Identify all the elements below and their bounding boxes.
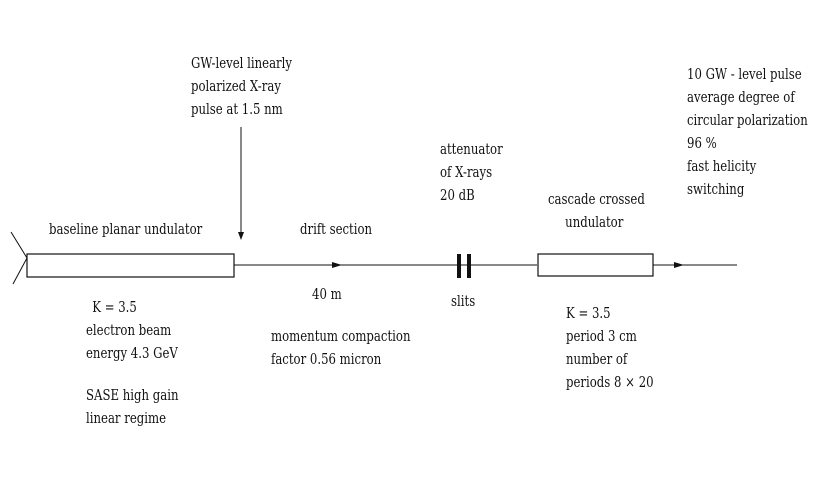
cascade-undulator-line-1: cascade crossed: [548, 190, 645, 208]
slit-right: [467, 254, 471, 278]
drift-section-label: drift section: [300, 218, 372, 241]
drift-length-text: 40 m: [312, 285, 342, 303]
cascade-params-label: K = 3.5 period 3 cm number of periods 8 …: [566, 302, 654, 394]
output-pulse-line-6: switching: [687, 180, 745, 198]
drift-section-text: drift section: [300, 220, 373, 238]
gw-pulse-line-3: pulse at 1.5 nm: [191, 100, 283, 118]
compaction-label: momentum compaction factor 0.56 micron: [271, 325, 410, 371]
output-arrow-icon: [674, 262, 684, 268]
baseline-undulator-text: baseline planar undulator: [49, 220, 203, 238]
cascade-k-value: K = 3.5: [566, 304, 611, 322]
output-pulse-line-3: circular polarization: [687, 111, 808, 129]
attenuator-label: attenuator of X-rays 20 dB: [440, 138, 503, 207]
sase-line-2: linear regime: [86, 409, 166, 427]
output-pulse-line-4: 96 %: [687, 134, 717, 152]
attenuator-line-2: of X-rays: [440, 163, 493, 181]
cascade-periods-line: periods 8 × 20: [566, 373, 654, 391]
baseline-undulator-label: baseline planar undulator: [49, 218, 202, 241]
gw-pulse-line-2: polarized X-ray: [191, 77, 281, 95]
slits-text: slits: [451, 292, 476, 310]
output-pulse-line-5: fast helicity: [687, 157, 757, 175]
drift-length-label: 40 m: [312, 283, 342, 306]
cascade-period-line: period 3 cm: [566, 327, 637, 345]
output-pulse-line-2: average degree of: [687, 88, 795, 106]
cascade-undulator-line-2: undulator: [565, 213, 624, 231]
gw-pointer-arrow-icon: [238, 232, 244, 240]
attenuator-line-1: attenuator: [440, 140, 503, 158]
drift-arrow-icon: [332, 262, 342, 268]
compaction-line-2: factor 0.56 micron: [271, 350, 382, 368]
cascade-undulator-label: cascade crossed undulator: [548, 188, 645, 234]
sase-line-1: SASE high gain: [86, 386, 179, 404]
output-pulse-label: 10 GW - level pulse average degree of ci…: [687, 63, 808, 201]
output-pulse-line-1: 10 GW - level pulse: [687, 65, 802, 83]
cascade-number-line: number of: [566, 350, 628, 368]
attenuator-line-3: 20 dB: [440, 186, 475, 204]
cascade-undulator-box: [537, 253, 654, 277]
beam-entry-zigzag: [10, 231, 28, 285]
baseline-undulator-box: [26, 253, 235, 278]
baseline-beam-line-2: energy 4.3 GeV: [86, 344, 178, 362]
slits-label: slits: [451, 290, 475, 313]
baseline-beam-line-1: electron beam: [86, 321, 172, 339]
baseline-k-value: K = 3.5: [92, 298, 137, 316]
gw-pulse-label: GW-level linearly polarized X-ray pulse …: [191, 52, 292, 121]
slit-left: [457, 254, 461, 278]
sase-label: SASE high gain linear regime: [86, 384, 179, 430]
compaction-line-1: momentum compaction: [271, 327, 411, 345]
gw-pulse-line-1: GW-level linearly: [191, 54, 293, 72]
baseline-params-label: K = 3.5 electron beam energy 4.3 GeV: [86, 296, 178, 365]
